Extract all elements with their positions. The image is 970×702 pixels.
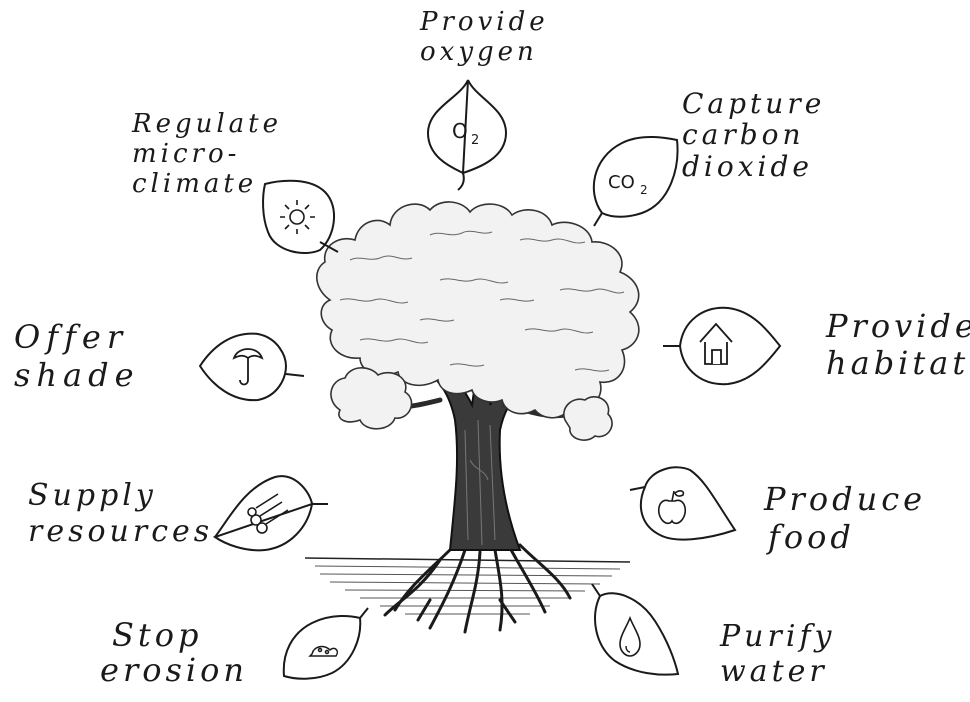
co2-icon: CO (608, 172, 635, 193)
leaf-food (629, 466, 737, 541)
sun-icon (280, 200, 315, 234)
label-stop-erosion: Stop erosion (100, 616, 249, 690)
ground (304, 557, 631, 615)
leaf-water (591, 583, 680, 676)
leaf-carbon: CO 2 (592, 136, 679, 227)
label-provide-habitat: Provide habitat (826, 307, 970, 382)
tree-roots (383, 543, 572, 634)
label-capture-carbon-dioxide: Capture carbon dioxide (682, 87, 826, 183)
leaf-microclimate (262, 179, 339, 254)
leaf-shade (198, 332, 305, 402)
canopy-texture (339, 230, 625, 372)
umbrella-icon (232, 348, 264, 386)
apple-icon (657, 490, 687, 525)
leaf-oxygen: O 2 (426, 79, 508, 191)
label-offer-shade: Offer shade (14, 318, 140, 395)
water-drop-icon (619, 615, 641, 657)
label-provide-oxygen: Provide oxygen (420, 7, 549, 67)
svg-text:2: 2 (471, 133, 479, 148)
label-produce-food: Produce food (764, 480, 927, 557)
logs-icon (247, 493, 289, 534)
label-purify-water: Purify water (720, 619, 836, 689)
leaf-habitat (663, 306, 782, 386)
svg-text:2: 2 (640, 183, 648, 197)
leaf-erosion (282, 607, 369, 680)
label-supply-resources: Supply resources (28, 478, 214, 549)
o2-icon: O (452, 119, 468, 143)
tree-canopy (316, 201, 640, 441)
leaf-resources (212, 475, 328, 552)
label-regulate-microclimate: Regulate micro- climate (132, 109, 283, 199)
house-icon (699, 322, 733, 365)
soil-icon (308, 645, 339, 657)
